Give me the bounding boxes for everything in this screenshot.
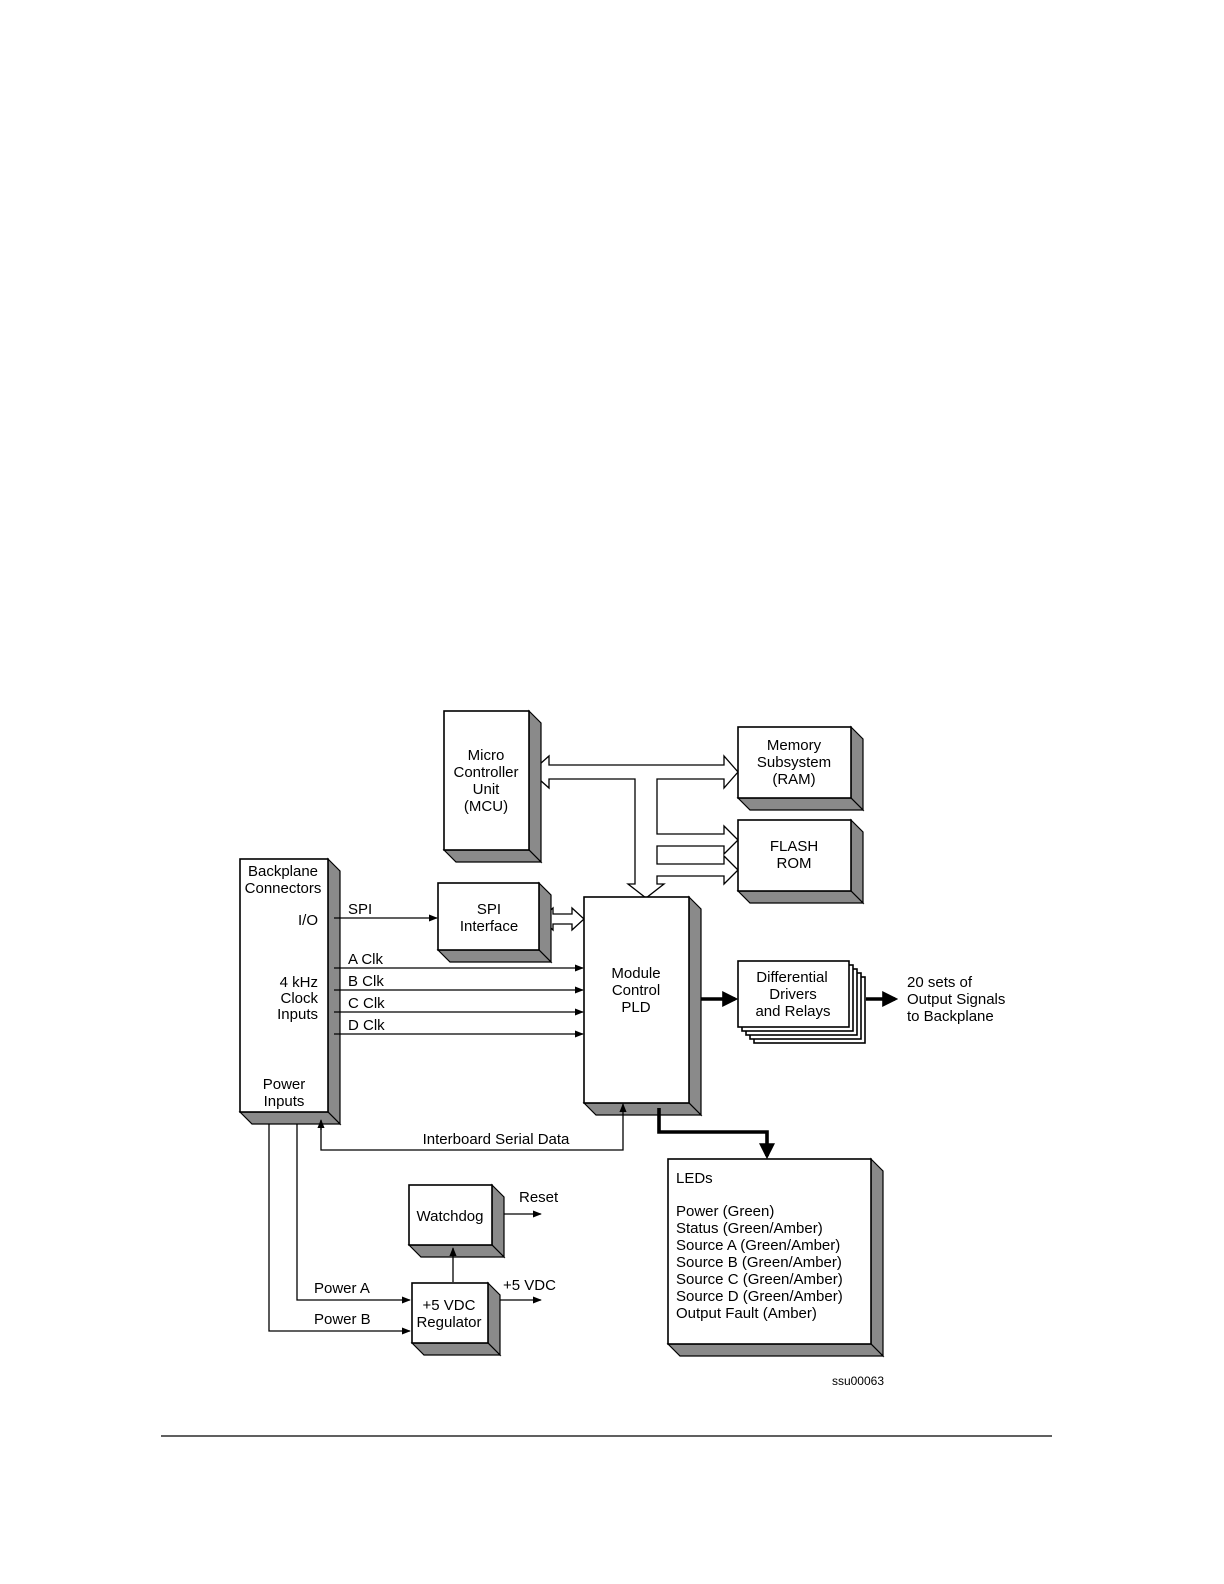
flash-label-1: FLASH <box>770 838 818 855</box>
leds-item-source-d: Source D (Green/Amber) <box>676 1288 843 1305</box>
spi-signal-label: SPI <box>348 901 372 918</box>
regulator-block: +5 VDC Regulator <box>410 1281 502 1357</box>
memory-label-1: Memory <box>767 737 822 754</box>
backplane-title-1: Backplane <box>248 863 318 880</box>
memory-label-3: (RAM) <box>772 771 815 788</box>
power-b-signal: Power B <box>268 1124 411 1335</box>
spi-signal: SPI <box>334 901 438 922</box>
mcu-block: Micro Controller Unit (MCU) <box>442 709 543 864</box>
regulator-label-1: +5 VDC <box>423 1297 476 1314</box>
backplane-io-label: I/O <box>298 912 318 929</box>
plus5-label: +5 VDC <box>503 1277 556 1294</box>
backplane-clock-1: 4 kHz <box>280 974 318 991</box>
leds-block: LEDs Power (Green) Status (Green/Amber) … <box>666 1157 885 1358</box>
mcu-label-1: Micro <box>468 747 505 764</box>
mcu-label-2: Controller <box>453 764 518 781</box>
backplane-title-2: Connectors <box>245 880 322 897</box>
figure-id: ssu00063 <box>832 1374 884 1388</box>
output-signals-label-2: Output Signals <box>907 991 1005 1008</box>
power-b-label: Power B <box>314 1311 371 1328</box>
spi-interface-label-1: SPI <box>477 901 501 918</box>
drivers-to-output: 20 sets of Output Signals to Backplane <box>866 974 1005 1025</box>
a-clk-label: A Clk <box>348 951 384 968</box>
pld-to-leds <box>657 1108 775 1160</box>
mcu-label-4: (MCU) <box>464 798 508 815</box>
drivers-label-3: and Relays <box>755 1003 830 1020</box>
b-clk-label: B Clk <box>348 973 384 990</box>
flash-label-2: ROM <box>777 855 812 872</box>
spi-interface-label-2: Interface <box>460 918 518 935</box>
leds-item-status: Status (Green/Amber) <box>676 1220 823 1237</box>
flash-block: FLASH ROM <box>736 818 865 905</box>
memory-block: Memory Subsystem (RAM) <box>736 725 865 812</box>
c-clk-label: C Clk <box>348 995 385 1012</box>
leds-item-power: Power (Green) <box>676 1203 774 1220</box>
interboard-serial-label: Interboard Serial Data <box>423 1131 570 1148</box>
regulator-label-2: Regulator <box>416 1314 481 1331</box>
reset-output: Reset <box>504 1189 559 1218</box>
spi-interface-block: SPI Interface <box>436 881 553 964</box>
backplane-clock-3: Inputs <box>277 1006 318 1023</box>
backplane-clock-2: Clock <box>280 990 318 1007</box>
plus5-output: +5 VDC <box>500 1277 556 1304</box>
watchdog-label: Watchdog <box>417 1208 484 1225</box>
pld-block: Module Control PLD <box>582 895 703 1117</box>
backplane-power-2: Inputs <box>264 1093 305 1110</box>
drivers-label-2: Drivers <box>769 986 817 1003</box>
data-bus <box>530 754 739 899</box>
pld-label-3: PLD <box>621 999 650 1016</box>
power-a-signal: Power A <box>296 1124 411 1304</box>
interboard-serial-signal: Interboard Serial Data <box>317 1103 627 1151</box>
memory-label-2: Subsystem <box>757 754 831 771</box>
leds-item-source-b: Source B (Green/Amber) <box>676 1254 842 1271</box>
drivers-label-1: Differential <box>756 969 827 986</box>
power-a-label: Power A <box>314 1280 370 1297</box>
watchdog-block: Watchdog <box>407 1183 506 1259</box>
d-clk-signal: D Clk <box>334 1017 584 1038</box>
pld-label-2: Control <box>612 982 660 999</box>
output-signals-label-3: to Backplane <box>907 1008 994 1025</box>
mcu-label-3: Unit <box>473 781 501 798</box>
backplane-power-1: Power <box>263 1076 306 1093</box>
backplane-block: Backplane Connectors I/O 4 kHz Clock Inp… <box>238 857 342 1126</box>
leds-title: LEDs <box>676 1170 713 1187</box>
output-signals-label-1: 20 sets of <box>907 974 973 991</box>
drivers-block: Differential Drivers and Relays <box>737 960 866 1044</box>
a-clk-signal: A Clk <box>334 951 584 972</box>
d-clk-label: D Clk <box>348 1017 385 1034</box>
reset-label: Reset <box>519 1189 559 1206</box>
leds-item-source-a: Source A (Green/Amber) <box>676 1237 840 1254</box>
c-clk-signal: C Clk <box>334 995 584 1016</box>
pld-label-1: Module <box>611 965 660 982</box>
leds-item-source-c: Source C (Green/Amber) <box>676 1271 843 1288</box>
leds-item-output-fault: Output Fault (Amber) <box>676 1305 817 1322</box>
b-clk-signal: B Clk <box>334 973 584 994</box>
